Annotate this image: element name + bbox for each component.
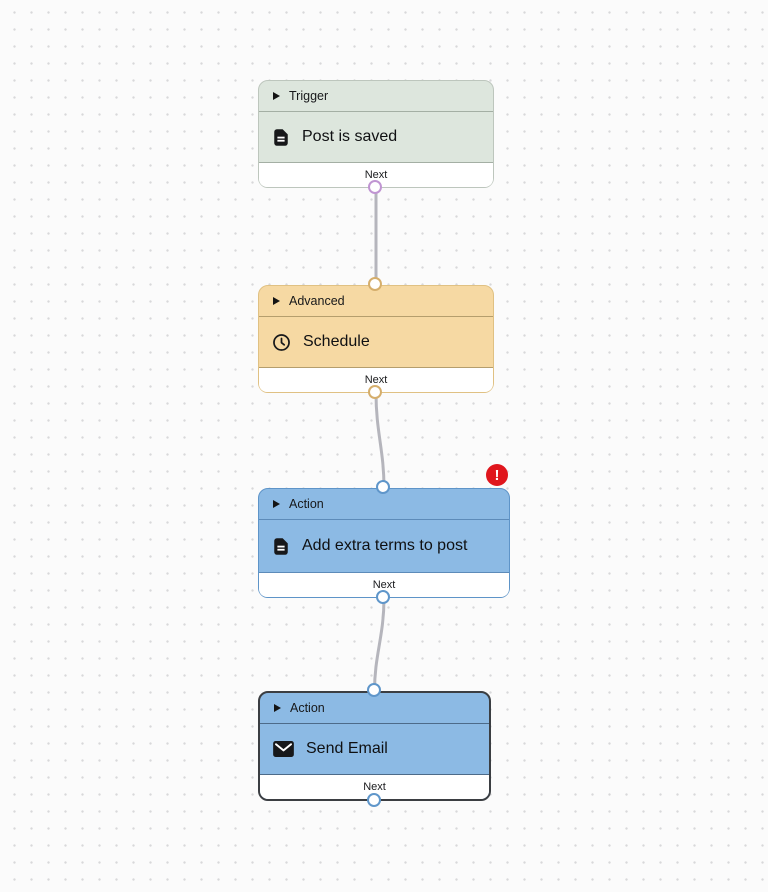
node-action-add-terms[interactable]: Action Add extra terms to post Next	[258, 488, 510, 598]
node-title: Add extra terms to post	[302, 537, 468, 554]
node-body: Post is saved	[259, 112, 493, 163]
clock-icon	[272, 333, 291, 352]
next-port-label: Next	[364, 374, 388, 386]
wire-advanced-to-action1[interactable]	[374, 391, 386, 490]
node-title: Send Email	[306, 740, 388, 757]
next-port-label: Next	[363, 781, 386, 793]
expand-triangle-icon[interactable]	[274, 704, 281, 712]
error-badge-glyph: !	[494, 466, 500, 484]
next-port-label: Next	[364, 169, 388, 181]
output-port-advanced[interactable]	[368, 385, 382, 399]
node-header[interactable]: Trigger	[259, 81, 493, 112]
expand-triangle-icon[interactable]	[273, 92, 280, 100]
node-header[interactable]: Action	[259, 489, 509, 520]
node-body: Schedule	[259, 317, 493, 368]
node-body: Add extra terms to post	[259, 520, 509, 573]
node-header[interactable]: Advanced	[259, 286, 493, 317]
node-category-label: Action	[290, 701, 325, 715]
wire-action1-to-action2[interactable]	[373, 596, 386, 693]
node-header[interactable]: Action	[260, 693, 489, 724]
input-port-action-send-email[interactable]	[367, 683, 381, 697]
output-port-trigger[interactable]	[368, 180, 382, 194]
output-port-action-add-terms[interactable]	[376, 590, 390, 604]
document-icon	[272, 128, 290, 147]
node-title: Post is saved	[302, 128, 398, 145]
input-port-action-add-terms[interactable]	[376, 480, 390, 494]
node-body: Send Email	[260, 724, 489, 775]
node-title: Schedule	[303, 333, 370, 350]
output-port-action-send-email[interactable]	[367, 793, 381, 807]
node-trigger[interactable]: Trigger Post is saved Next	[258, 80, 494, 188]
node-category-label: Advanced	[289, 294, 345, 308]
error-badge-icon[interactable]: !	[486, 464, 508, 486]
next-port-label: Next	[372, 579, 396, 591]
expand-triangle-icon[interactable]	[273, 500, 280, 508]
node-category-label: Trigger	[289, 89, 329, 103]
node-category-label: Action	[289, 497, 324, 511]
mail-icon	[273, 741, 294, 757]
input-port-advanced[interactable]	[368, 277, 382, 291]
document-icon	[272, 537, 290, 556]
node-advanced-schedule[interactable]: Advanced Schedule Next	[258, 285, 494, 393]
node-action-send-email[interactable]: Action Send Email Next	[258, 691, 491, 801]
expand-triangle-icon[interactable]	[273, 297, 280, 305]
